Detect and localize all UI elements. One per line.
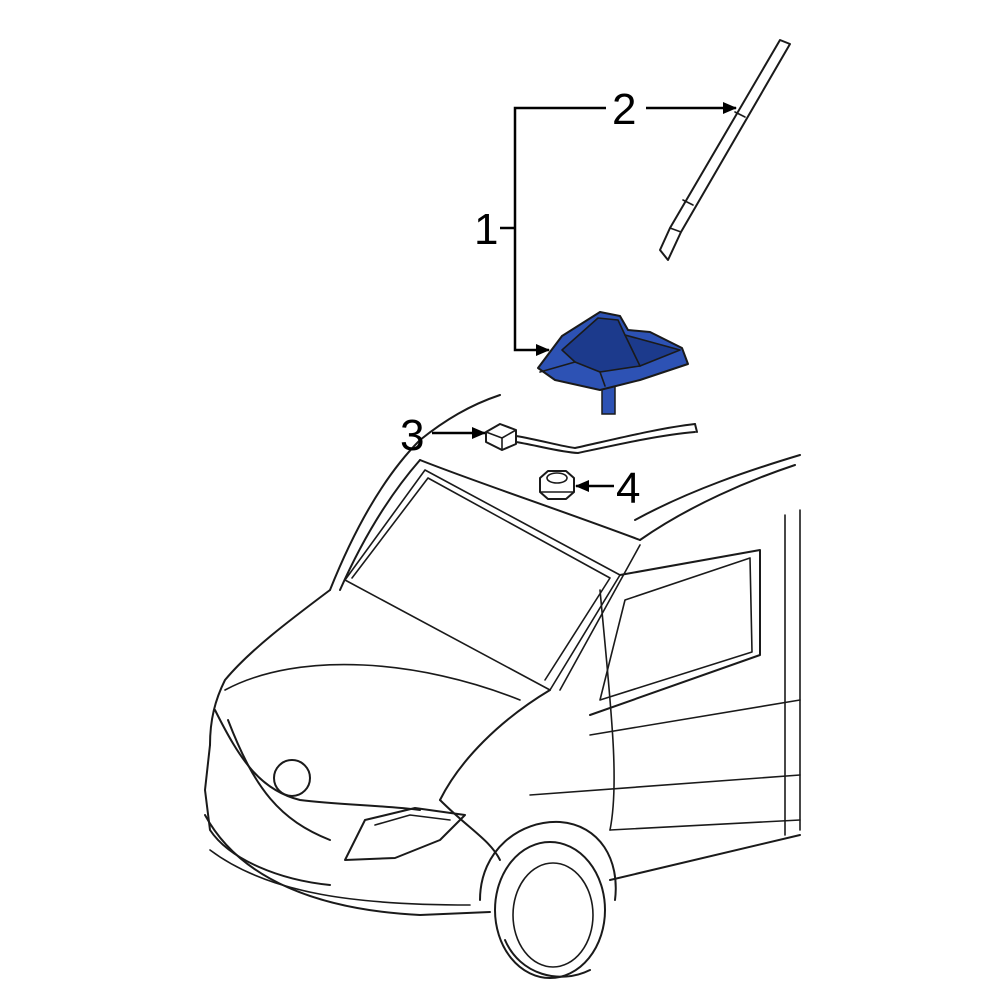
antenna-cable-part	[485, 423, 698, 454]
callout-1-label: 1	[474, 205, 498, 254]
van-illustration	[204, 394, 801, 979]
callout-4-label: 4	[616, 464, 640, 513]
nut-part	[539, 470, 575, 500]
callout-3-label: 3	[400, 411, 424, 460]
callout-leaders	[432, 102, 737, 492]
antenna-mast-part	[659, 39, 791, 261]
callout-2-label: 2	[612, 85, 636, 134]
antenna-base-part	[537, 311, 689, 415]
